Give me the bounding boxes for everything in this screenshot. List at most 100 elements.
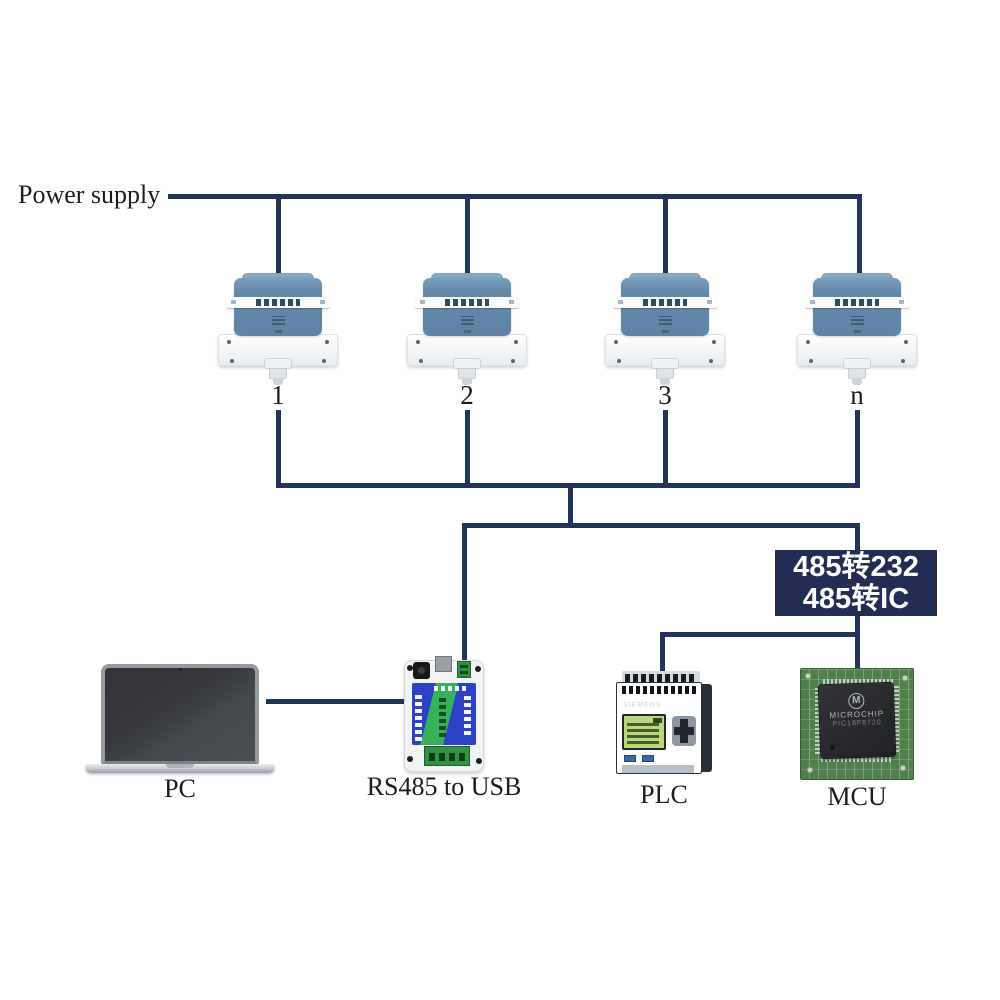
wire-sensorn-to-bus	[855, 410, 860, 488]
pcb-pad-icon	[900, 765, 906, 771]
mcu-label: MCU	[827, 782, 887, 811]
sensor-bottom-mark	[662, 330, 669, 333]
wire-bus-lower	[462, 523, 860, 528]
sensor-logo-mark	[272, 316, 285, 325]
dc-jack-icon	[413, 662, 430, 679]
screw-icon	[419, 359, 423, 363]
pcb-pad-icon	[902, 675, 908, 681]
wire-to-usb-adapter	[462, 523, 467, 663]
converter-box-line2: 485转IC	[802, 583, 910, 615]
sensor-device-2: 2	[402, 270, 532, 410]
sensor-device-1: 1	[213, 270, 343, 410]
screw-icon	[712, 340, 716, 344]
module-side-text	[464, 693, 471, 735]
wire-to-plc	[660, 632, 665, 674]
wire-power-drop-sensor3	[663, 194, 668, 278]
sensor-number: 1	[271, 380, 285, 410]
cable-gland-tip	[462, 378, 472, 385]
screw-icon	[614, 340, 618, 344]
module-side-text	[415, 695, 422, 741]
chip-pin1-dot	[829, 744, 836, 750]
plc-terminal-row	[622, 686, 696, 694]
plc-body	[616, 682, 702, 774]
microchip-logo-icon: M	[848, 692, 865, 710]
wire-bus-center-drop	[568, 483, 573, 528]
usb-adapter-label: RS485 to USB	[366, 772, 522, 801]
screw-icon	[230, 359, 234, 363]
mcu-image: M MICROCHIP PIC18F8720	[800, 668, 914, 780]
cable-gland-tip	[273, 378, 283, 385]
laptop-camera-icon	[179, 668, 182, 671]
sensor-label-band	[613, 297, 717, 308]
wire-to-converter-box	[855, 523, 860, 555]
screw-icon	[904, 340, 908, 344]
sensor-label-band	[226, 297, 330, 308]
sensor-bottom-mark	[854, 330, 861, 333]
sensor-device-n: n	[792, 270, 922, 410]
wire-sensor1-to-bus	[276, 410, 281, 488]
screw-icon	[476, 758, 482, 764]
plc-button-icon	[624, 755, 636, 762]
module-front-panel	[412, 683, 476, 745]
plc-label: PLC	[640, 780, 688, 809]
screw-icon	[514, 340, 518, 344]
screw-icon	[407, 665, 413, 671]
screw-icon	[617, 359, 621, 363]
screw-icon	[407, 756, 413, 762]
plc-bottom-label-strip	[622, 765, 694, 773]
converter-box-line1: 485转232	[793, 551, 919, 583]
sensor-device-3: 3	[600, 270, 730, 410]
screw-icon	[227, 340, 231, 344]
sensor-number: 3	[658, 380, 672, 410]
sensor-bottom-mark	[275, 330, 282, 333]
chip-pins-right	[892, 686, 899, 752]
plc-brand-text: SIEMENS	[623, 702, 662, 709]
plc-image: SIEMENS	[614, 671, 714, 783]
sensor-label-band	[805, 297, 909, 308]
screw-icon	[475, 666, 481, 672]
sensor-number: n	[850, 380, 864, 410]
terminal-4pin-icon	[424, 746, 470, 766]
wire-power-horizontal	[168, 194, 862, 199]
chip-pins-top	[823, 679, 893, 686]
wire-to-mcu	[855, 632, 860, 674]
pcb-pad-icon	[805, 673, 811, 679]
laptop-base	[85, 764, 275, 773]
wire-power-drop-sensor2	[465, 194, 470, 278]
plc-side-face	[702, 684, 712, 772]
screw-icon	[511, 359, 515, 363]
screw-icon	[709, 359, 713, 363]
laptop-screen	[101, 664, 259, 764]
converter-box: 485转232 485转IC	[775, 550, 937, 616]
screw-icon	[322, 359, 326, 363]
cable-gland-tip	[660, 378, 670, 385]
plc-lcd-text-rows	[627, 722, 659, 744]
rs485-usb-module-image	[402, 655, 486, 775]
pc-label: PC	[164, 774, 196, 803]
sensor-number: 2	[460, 380, 474, 410]
sensor-logo-mark	[851, 316, 864, 325]
plc-lcd-badge	[653, 718, 662, 723]
power-supply-label: Power supply	[18, 180, 161, 209]
chip-part-text: PIC18F8720	[832, 719, 882, 728]
plc-top-terminals	[622, 671, 700, 683]
wire-pc-to-adapter	[266, 699, 406, 704]
screw-icon	[416, 340, 420, 344]
sensor-logo-mark	[461, 316, 474, 325]
sensor-label-band	[415, 297, 519, 308]
pcb-pad-icon	[807, 767, 813, 773]
screw-icon	[809, 359, 813, 363]
laptop-notch	[166, 764, 194, 768]
usb-port-icon	[435, 656, 452, 672]
laptop-image	[85, 658, 275, 783]
plc-keypad-icon	[672, 716, 696, 746]
wire-power-drop-sensorn	[857, 194, 862, 278]
screw-icon	[901, 359, 905, 363]
screw-icon	[325, 340, 329, 344]
module-header-text	[434, 686, 468, 691]
wire-sensor2-to-bus	[465, 410, 470, 488]
chip-pins-left	[815, 688, 822, 754]
screw-icon	[806, 340, 810, 344]
wire-power-drop-sensor1	[276, 194, 281, 278]
